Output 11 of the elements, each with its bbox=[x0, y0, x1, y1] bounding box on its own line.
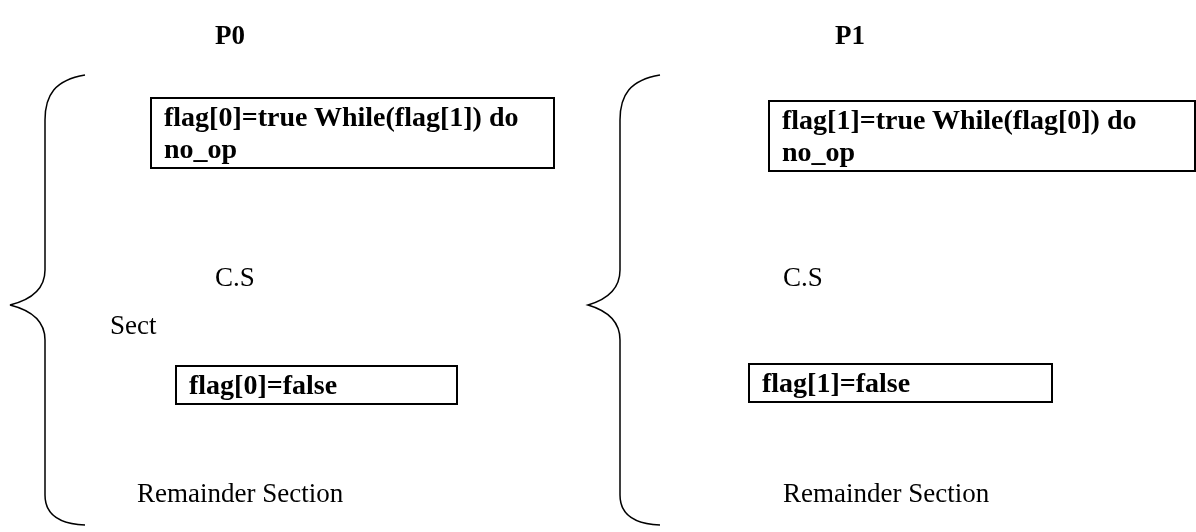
process-heading: P0 bbox=[215, 20, 245, 51]
code-box: flag[0]=false bbox=[175, 365, 458, 405]
section-label: Remainder Section bbox=[137, 478, 344, 509]
code-box: flag[1]=false bbox=[748, 363, 1053, 403]
process-heading: P1 bbox=[835, 20, 865, 51]
section-label: C.S bbox=[783, 262, 823, 293]
section-label: Remainder Section bbox=[783, 478, 990, 509]
code-box: flag[0]=true While(flag[1]) do no_op bbox=[150, 97, 555, 169]
code-box: flag[1]=true While(flag[0]) do no_op bbox=[768, 100, 1196, 172]
section-label: C.S bbox=[215, 262, 255, 293]
section-label: Sect bbox=[110, 310, 157, 341]
